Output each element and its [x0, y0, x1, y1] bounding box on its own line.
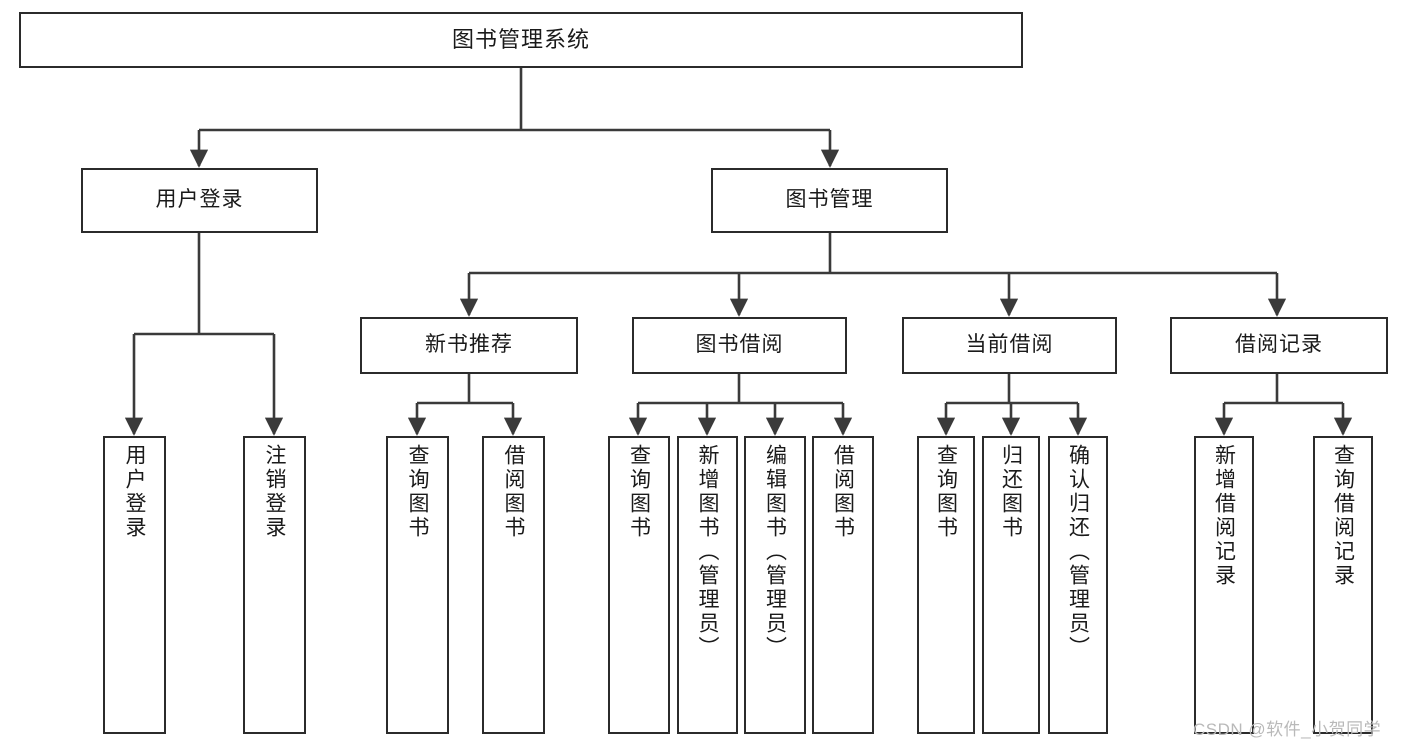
- node-leaf-query-book-3-label: 查询图书: [934, 444, 958, 540]
- node-leaf-user-login[interactable]: 用户登录: [103, 436, 166, 734]
- node-leaf-add-record[interactable]: 新增借阅记录: [1194, 436, 1254, 734]
- node-leaf-query-book-1-label: 查询图书: [406, 444, 429, 540]
- node-current-borrow[interactable]: 当前借阅: [902, 317, 1117, 374]
- node-leaf-return-book[interactable]: 归还图书: [982, 436, 1040, 734]
- node-book-management[interactable]: 图书管理: [711, 168, 948, 233]
- node-user-login-label: 用户登录: [155, 188, 244, 212]
- node-root[interactable]: 图书管理系统: [19, 12, 1023, 68]
- node-leaf-query-book-3[interactable]: 查询图书: [917, 436, 975, 734]
- node-leaf-confirm-return-label: 确认归还（管理员）: [1066, 444, 1090, 660]
- node-leaf-query-book-2[interactable]: 查询图书: [608, 436, 670, 734]
- node-leaf-query-record-label: 查询借阅记录: [1331, 444, 1355, 588]
- node-book-borrow[interactable]: 图书借阅: [632, 317, 847, 374]
- node-root-label: 图书管理系统: [451, 27, 590, 53]
- node-leaf-borrow-book-2-label: 借阅图书: [831, 444, 855, 540]
- node-leaf-query-book-2-label: 查询图书: [627, 444, 651, 540]
- node-new-book-recommend[interactable]: 新书推荐: [360, 317, 578, 374]
- node-leaf-logout-login[interactable]: 注销登录: [243, 436, 306, 734]
- node-book-management-label: 图书管理: [785, 188, 874, 212]
- node-leaf-query-record[interactable]: 查询借阅记录: [1313, 436, 1373, 734]
- node-leaf-confirm-return[interactable]: 确认归还（管理员）: [1048, 436, 1108, 734]
- node-leaf-borrow-book-1-label: 借阅图书: [502, 444, 525, 540]
- csdn-watermark: CSDN @软件_小贺同学: [1193, 720, 1382, 739]
- node-leaf-edit-book[interactable]: 编辑图书（管理员）: [744, 436, 806, 734]
- node-leaf-logout-login-label: 注销登录: [263, 444, 286, 540]
- node-leaf-edit-book-label: 编辑图书（管理员）: [763, 444, 787, 660]
- node-book-borrow-label: 图书借阅: [695, 333, 784, 357]
- node-leaf-query-book-1[interactable]: 查询图书: [386, 436, 449, 734]
- node-leaf-borrow-book-1[interactable]: 借阅图书: [482, 436, 545, 734]
- node-current-borrow-label: 当前借阅: [965, 333, 1054, 357]
- node-borrow-record-label: 借阅记录: [1235, 333, 1323, 357]
- node-leaf-user-login-label: 用户登录: [123, 444, 146, 540]
- node-leaf-add-book-label: 新增图书（管理员）: [696, 444, 719, 660]
- node-leaf-borrow-book-2[interactable]: 借阅图书: [812, 436, 874, 734]
- node-leaf-add-book[interactable]: 新增图书（管理员）: [677, 436, 738, 734]
- node-borrow-record[interactable]: 借阅记录: [1170, 317, 1388, 374]
- node-new-book-recommend-label: 新书推荐: [425, 333, 513, 357]
- node-leaf-add-record-label: 新增借阅记录: [1212, 444, 1236, 588]
- node-leaf-return-book-label: 归还图书: [999, 444, 1023, 540]
- node-user-login[interactable]: 用户登录: [81, 168, 318, 233]
